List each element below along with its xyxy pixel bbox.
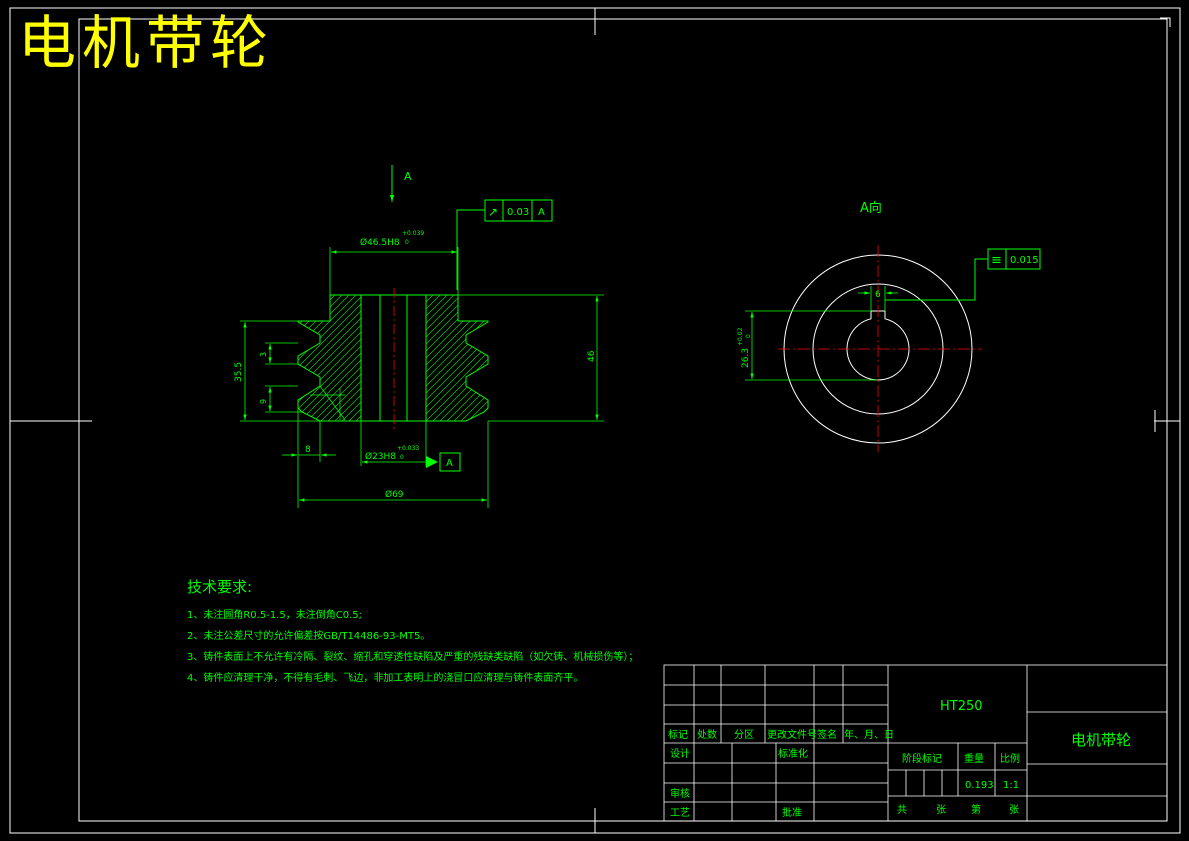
dim-bore-tol-up: +0.033 [397, 445, 419, 452]
runout-datum: A [538, 207, 545, 218]
scale-value: 1:1 [1003, 780, 1019, 791]
dim-keyway-height: 26.3 [741, 348, 751, 368]
dim-groove-depth: 9 [259, 399, 268, 404]
rev-header-count: 处数 [697, 728, 717, 741]
dim-bore-tol-low: 0 [400, 454, 404, 461]
drawing-title: 电机带轮 [18, 9, 275, 77]
keyed-bore [846, 310, 910, 381]
dim-bore-top-tol-low: 0 [405, 239, 409, 246]
dim-keyway-tol-low: 0 [745, 334, 752, 338]
view-a-label: A向 [860, 200, 882, 216]
pulley-section-left [297, 294, 362, 422]
rev-header-date: 年、月、日 [844, 728, 894, 741]
notes-header: 技术要求: [187, 578, 253, 596]
symmetry-tolerance-frame [885, 248, 1041, 301]
runout-icon: ↗ [488, 205, 498, 219]
approve-label: 批准 [782, 806, 802, 819]
dim-keyway-width: 6 [875, 290, 881, 300]
sheet-no-b: 张 [1009, 804, 1019, 816]
stage-mark-label: 阶段标记 [902, 752, 942, 765]
symmetry-value: 0.015 [1010, 255, 1039, 266]
dim-bore-top-tol-up: +0.039 [402, 230, 424, 237]
section-arrow-label: A [404, 170, 412, 183]
scale-label: 比例 [1000, 752, 1020, 765]
dim-groove-pitch: 35.5 [234, 362, 244, 382]
note-item: 4、铸件应清理干净，不得有毛刺、飞边，非加工表明上的浇冒口应清理与铸件表面齐平。 [187, 673, 584, 684]
datum-flag-label: A [446, 458, 453, 469]
design-label: 设计 [670, 747, 690, 760]
sheet-frame [9, 7, 1181, 834]
pulley-section-right [425, 294, 489, 422]
section-view: A ↗ 0.03 A Ø46.5H8 +0.039 0 46 [234, 165, 604, 508]
sheet-total-a: 共 [897, 804, 907, 816]
weight-label: 重量 [964, 752, 984, 765]
sheet-total-b: 张 [936, 804, 946, 816]
weight-value: 0.193 [965, 780, 994, 791]
sheet-no-a: 第 [971, 803, 981, 816]
dim-groove-bottom: 8 [305, 445, 311, 455]
rev-header-zone: 分区 [734, 729, 754, 741]
material: HT250 [940, 699, 983, 714]
check-label: 审核 [670, 787, 690, 800]
sheet-corner-mark [1160, 17, 1171, 27]
dim-bore-top: Ø46.5H8 [360, 237, 400, 248]
technical-requirements: 技术要求: 1、未注圆角R0.5-1.5，未注倒角C0.5; 2、未注公差尺寸的… [187, 576, 638, 689]
dim-bore: Ø23H8 [365, 451, 396, 462]
view-a: A向 6 26.3 +0.02 0 ≡ [737, 200, 1041, 452]
rev-header-doc: 更改文件号 [767, 728, 817, 741]
symmetry-icon: ≡ [991, 253, 1002, 268]
note-item: 1、未注圆角R0.5-1.5，未注倒角C0.5; [187, 610, 362, 621]
title-block [663, 664, 1168, 822]
part-name: 电机带轮 [1071, 731, 1131, 749]
rev-header-sign: 签名 [817, 728, 837, 741]
dim-height: 46 [587, 350, 597, 362]
standard-label: 标准化 [778, 747, 808, 760]
note-item: 2、未注公差尺寸的允许偏差按GB/T14486-93-MT5。 [187, 631, 431, 642]
dim-outer: Ø69 [385, 489, 404, 500]
note-item: 3、铸件表面上不允许有冷隔、裂纹、缩孔和穿透性缺陷及严重的残缺类缺陷（如欠铸、机… [187, 652, 639, 663]
dim-groove-width: 3 [259, 352, 268, 357]
process-label: 工艺 [670, 807, 690, 819]
dim-keyway-tol-up: +0.02 [737, 327, 744, 346]
rev-header-mark: 标记 [668, 729, 688, 741]
runout-tolerance-frame [456, 199, 553, 290]
runout-value: 0.03 [507, 207, 529, 218]
datum-flag [426, 456, 438, 468]
